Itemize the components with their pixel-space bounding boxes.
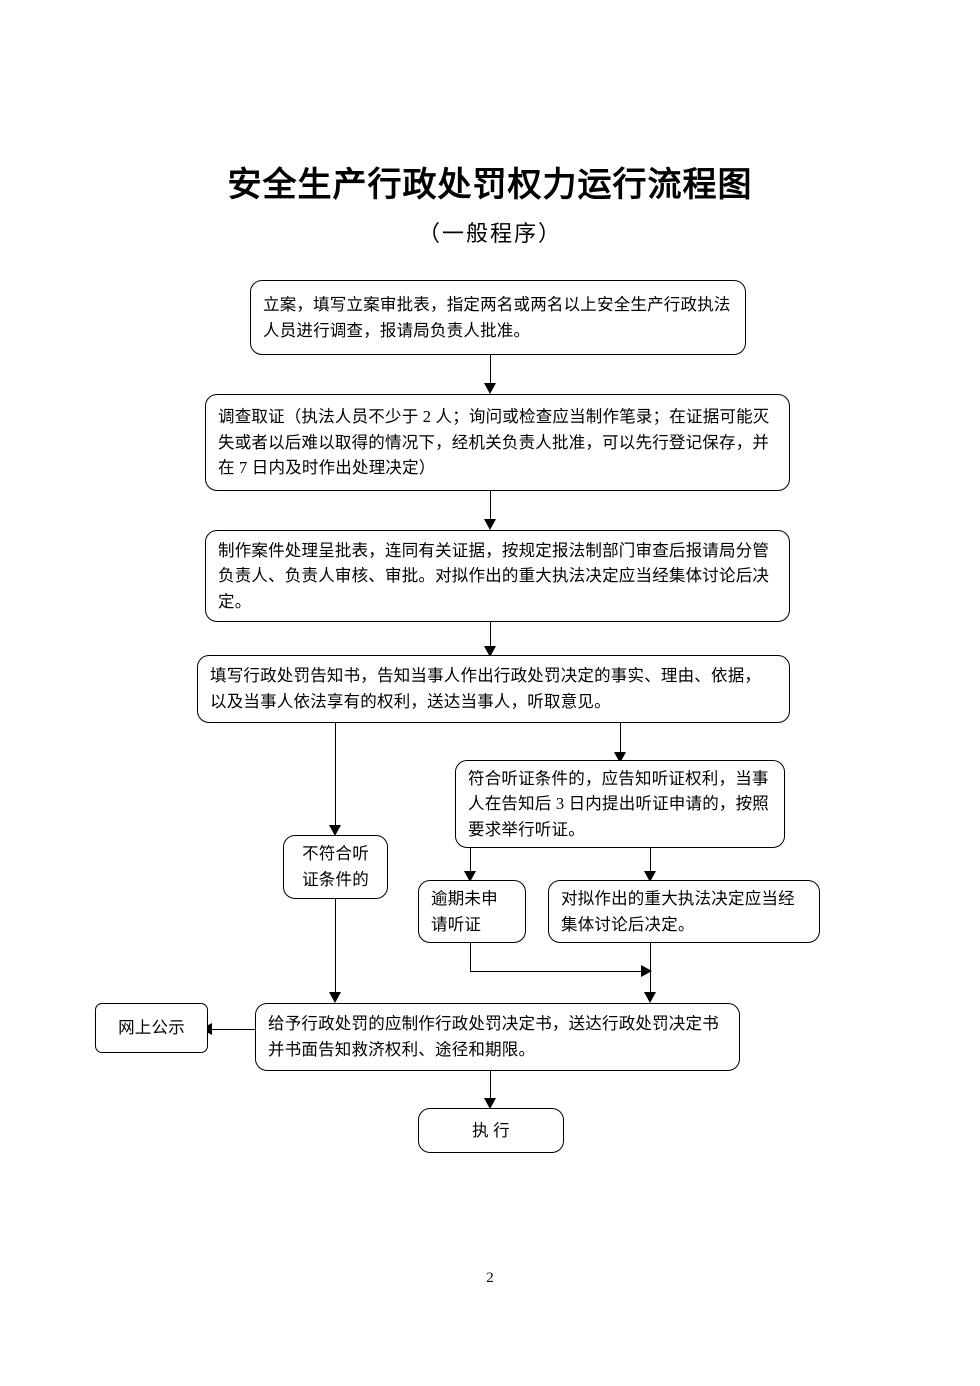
page-title: 安全生产行政处罚权力运行流程图 xyxy=(227,166,753,204)
connector-overdue-down xyxy=(470,943,471,972)
node-filing-label: 立案，填写立案审批表，指定两名或两名以上安全生产行政执法人员进行调查，报请局负责… xyxy=(263,294,731,340)
page-number: 2 xyxy=(486,1270,494,1286)
node-hearing-overdue-label: 逾期未申请听证 xyxy=(431,888,498,934)
arrowhead-down-icon xyxy=(484,1098,496,1109)
node-penalty-decision-label: 给予行政处罚的应制作行政处罚决定书，送达行政处罚决定书并书面告知救济权利、途径和… xyxy=(268,1014,719,1059)
connector-investigation-to-approval xyxy=(490,491,491,523)
arrowhead-down-icon xyxy=(329,992,341,1003)
node-hearing-overdue[interactable]: 逾期未申请听证 xyxy=(418,880,526,943)
node-investigation-label: 调查取证（执法人员不少于 2 人；询问或检查应当制作笔录；在证据可能灭失或者以后… xyxy=(218,407,770,478)
connector-notice-to-not-eligible xyxy=(335,723,336,828)
connector-hearing-to-major-decision xyxy=(650,848,651,874)
arrowhead-down-icon xyxy=(464,871,476,882)
page-subtitle: （一般程序） xyxy=(417,221,562,246)
arrowhead-down-icon xyxy=(484,519,496,530)
arrowhead-down-icon xyxy=(644,992,656,1003)
arrowhead-down-icon xyxy=(484,646,496,657)
connector-overdue-right xyxy=(470,971,644,972)
node-major-decision-label: 对拟作出的重大执法决定应当经集体讨论后决定。 xyxy=(561,888,795,934)
connector-approval-to-notice xyxy=(490,622,491,651)
connector-notice-to-hearing xyxy=(620,723,621,755)
node-penalty-decision[interactable]: 给予行政处罚的应制作行政处罚决定书，送达行政处罚决定书并书面告知救济权利、途径和… xyxy=(255,1003,740,1071)
connector-decision-to-execution xyxy=(490,1071,491,1104)
connector-decision-to-publicity xyxy=(210,1029,257,1030)
node-notice-label: 填写行政处罚告知书，告知当事人作出行政处罚决定的事实、理由、依据，以及当事人依法… xyxy=(210,666,762,711)
node-notice[interactable]: 填写行政处罚告知书，告知当事人作出行政处罚决定的事实、理由、依据，以及当事人依法… xyxy=(197,655,790,723)
node-hearing-eligible-label: 符合听证条件的，应告知听证权利，当事人在告知后 3 日内提出听证申请的，按照要求… xyxy=(468,768,769,839)
node-major-decision[interactable]: 对拟作出的重大执法决定应当经集体讨论后决定。 xyxy=(548,880,820,943)
node-execution-label: 执 行 xyxy=(472,1120,510,1140)
node-approval[interactable]: 制作案件处理呈批表，连同有关证据，按规定报法制部门审查后报请局分管负责人、负责人… xyxy=(205,530,790,622)
connector-not-eligible-to-decision xyxy=(335,899,336,995)
node-filing[interactable]: 立案，填写立案审批表，指定两名或两名以上安全生产行政执法人员进行调查，报请局负责… xyxy=(250,280,746,355)
arrowhead-down-icon xyxy=(644,871,656,882)
arrowhead-down-icon xyxy=(484,383,496,394)
node-investigation[interactable]: 调查取证（执法人员不少于 2 人；询问或检查应当制作笔录；在证据可能灭失或者以后… xyxy=(205,394,790,491)
node-online-publicity[interactable]: 网上公示 xyxy=(95,1003,208,1053)
arrowhead-down-icon xyxy=(329,825,341,836)
connector-filing-to-investigation xyxy=(490,355,491,387)
node-hearing-not-eligible[interactable]: 不符合听证条件的 xyxy=(283,835,388,899)
node-execution[interactable]: 执 行 xyxy=(418,1108,564,1153)
connector-hearing-to-overdue xyxy=(470,848,471,874)
node-hearing-eligible[interactable]: 符合听证条件的，应告知听证权利，当事人在告知后 3 日内提出听证申请的，按照要求… xyxy=(455,760,785,848)
node-online-publicity-label: 网上公示 xyxy=(118,1018,185,1038)
node-hearing-not-eligible-label: 不符合听证条件的 xyxy=(302,844,369,889)
node-approval-label: 制作案件处理呈批表，连同有关证据，按规定报法制部门审查后报请局分管负责人、负责人… xyxy=(218,540,770,611)
arrowhead-right-icon xyxy=(641,965,652,977)
arrowhead-down-icon xyxy=(614,752,626,763)
